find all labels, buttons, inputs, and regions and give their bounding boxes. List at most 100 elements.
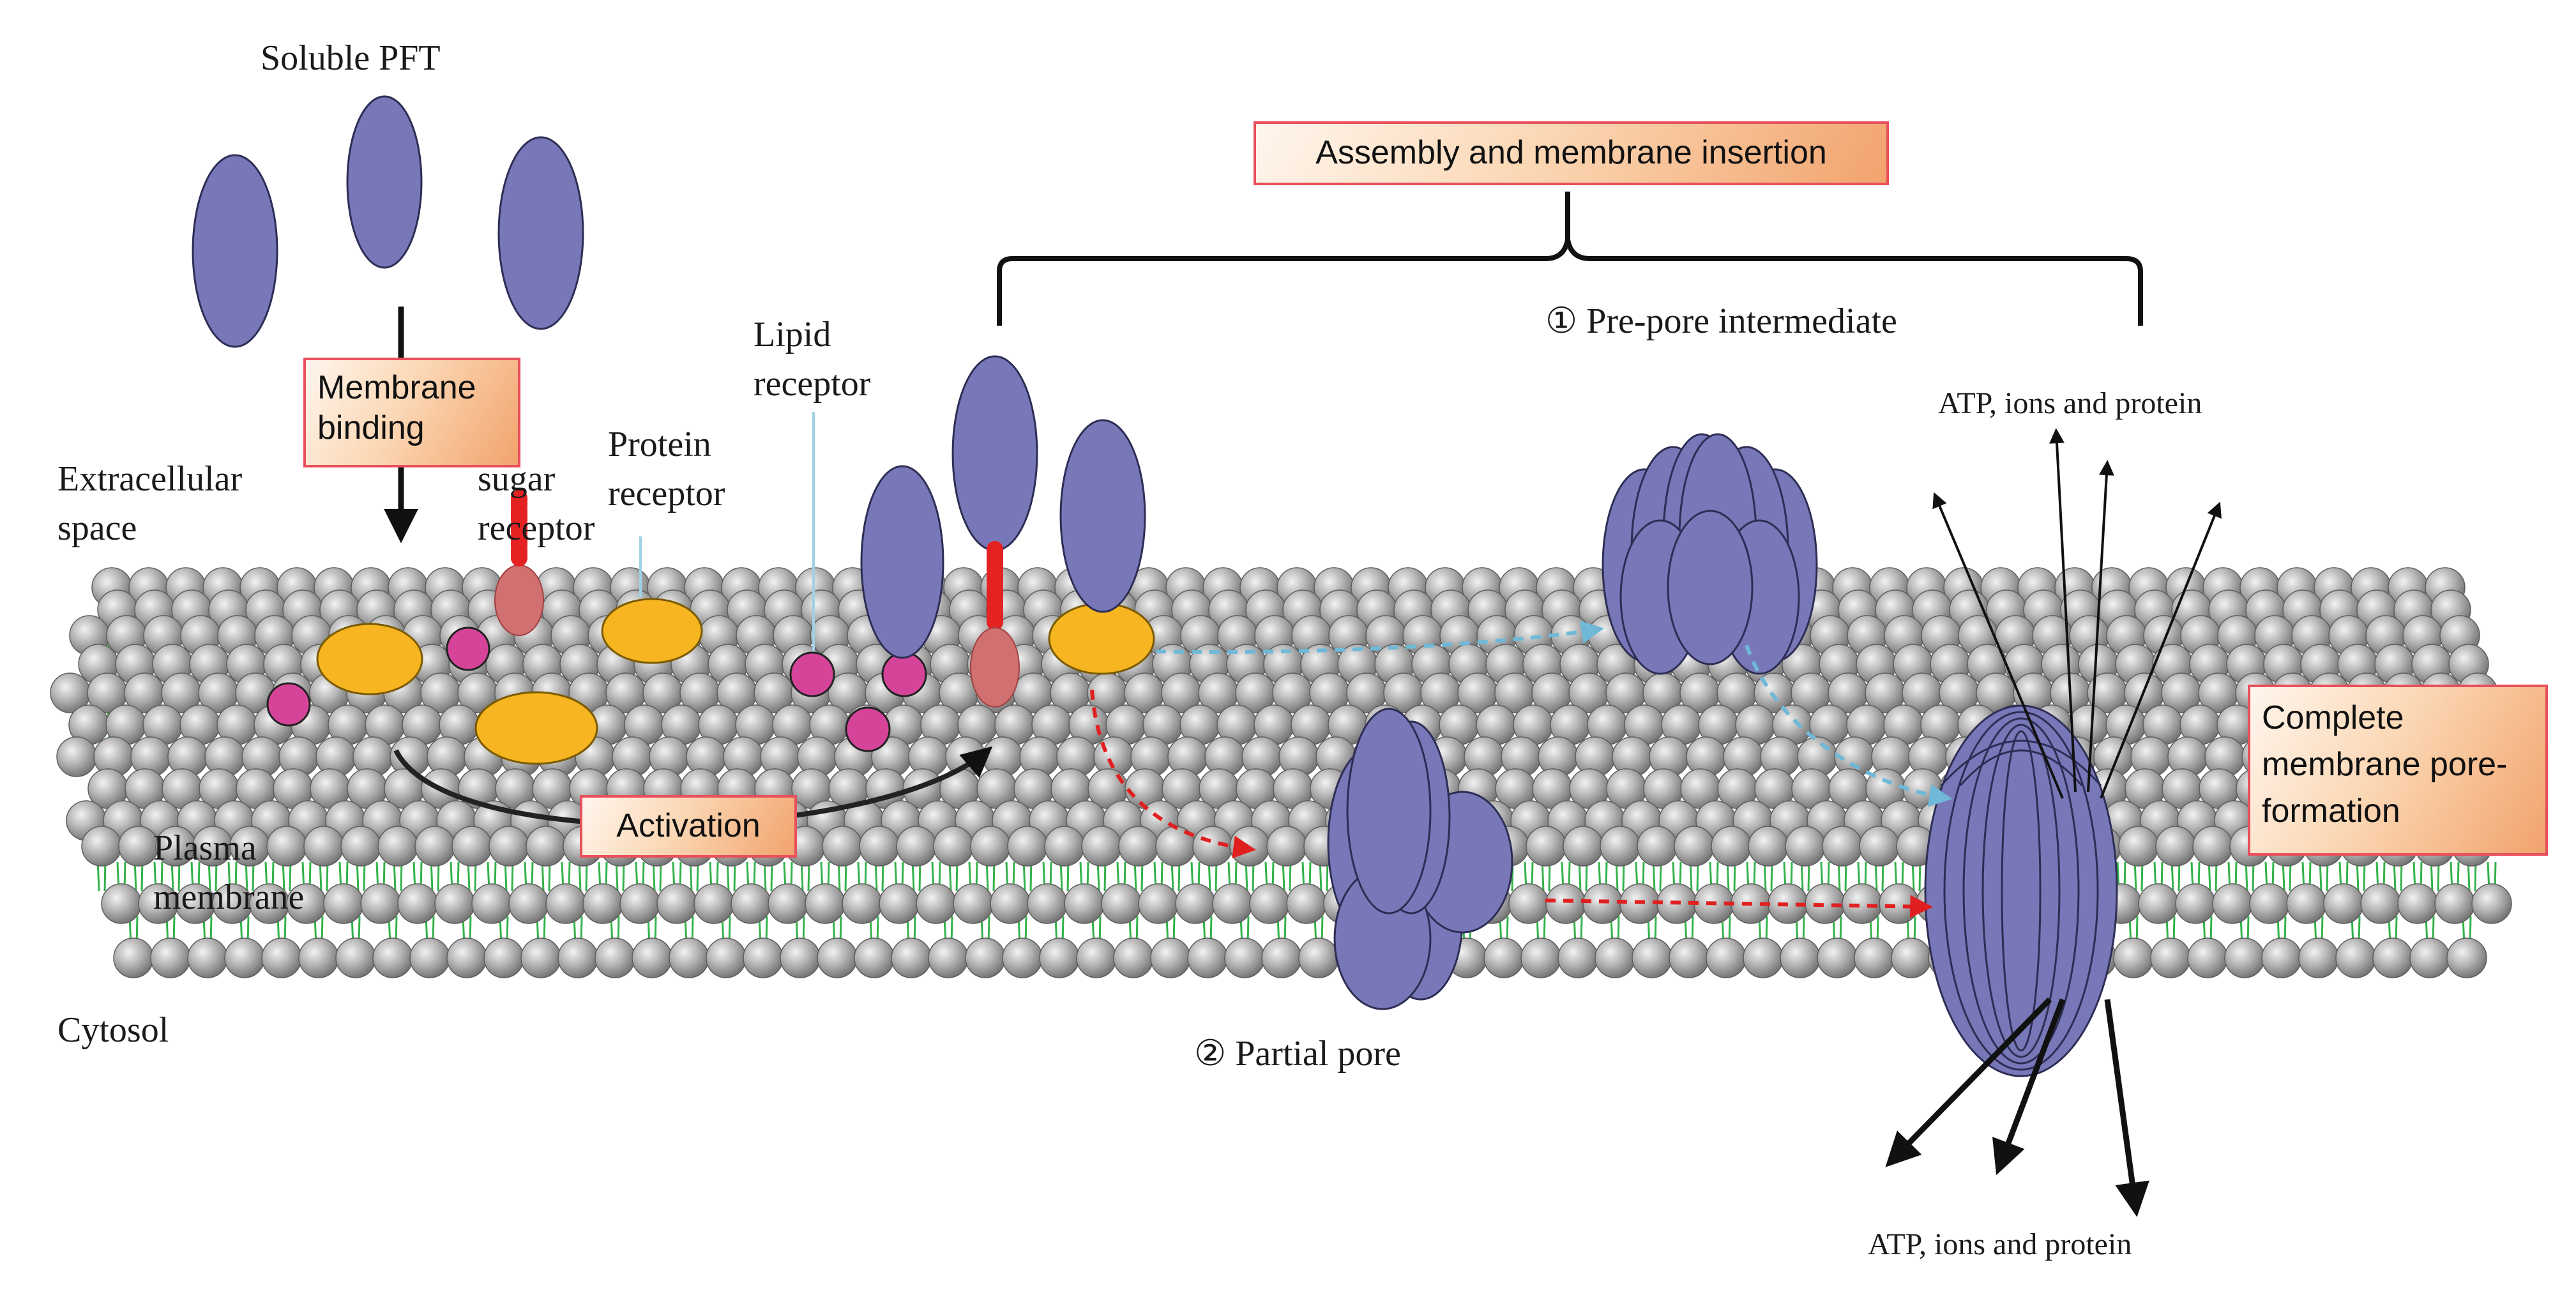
lipid-head bbox=[1261, 937, 1302, 978]
lipid-head bbox=[520, 937, 561, 978]
lipid-head bbox=[933, 826, 974, 867]
lipid-head bbox=[2434, 883, 2475, 924]
lipid-head bbox=[545, 883, 586, 924]
label-plasma-membrane: Plasma membrane bbox=[153, 828, 305, 918]
label-atp-top: ATP, ions and protein bbox=[1938, 386, 2202, 420]
lipid-head bbox=[780, 937, 821, 978]
lipid-head bbox=[1854, 937, 1895, 978]
lipid-head bbox=[1064, 883, 1105, 924]
lipid-head bbox=[1879, 883, 1920, 924]
lipid-head bbox=[1520, 937, 1561, 978]
lipid-head bbox=[1175, 883, 1216, 924]
label-extracellular-space: Extracellular space bbox=[57, 459, 243, 549]
lipid-head bbox=[1044, 826, 1085, 867]
lipid-head bbox=[2261, 937, 2302, 978]
lipid-head bbox=[1113, 937, 1154, 978]
lipid-head bbox=[1508, 883, 1549, 924]
lipid-head bbox=[557, 937, 598, 978]
lipid-head bbox=[1081, 826, 1122, 867]
lipid-head bbox=[1859, 826, 1900, 867]
lipid-head bbox=[2372, 937, 2413, 978]
lipid-head bbox=[953, 883, 994, 924]
lipid-head bbox=[2187, 937, 2228, 978]
lipid-head bbox=[1298, 937, 1339, 978]
pre-pore-oligomer bbox=[1602, 433, 1818, 675]
lipid-head bbox=[446, 937, 487, 978]
protein-receptors bbox=[316, 598, 1155, 765]
sugar-receptor bbox=[494, 490, 544, 636]
lipid-head bbox=[2409, 937, 2450, 978]
lipid-head bbox=[817, 937, 858, 978]
lipid-head bbox=[805, 883, 845, 924]
lipid-head bbox=[113, 937, 154, 978]
toxin-monomer bbox=[497, 136, 584, 330]
lipid-head bbox=[187, 937, 228, 978]
lipid-head bbox=[451, 826, 492, 867]
lipid-head bbox=[2138, 883, 2179, 924]
lipid-head bbox=[1743, 937, 1784, 978]
lipid-head bbox=[335, 937, 376, 978]
lipid-head bbox=[1118, 826, 1159, 867]
lipid-head bbox=[434, 883, 475, 924]
lipid-head bbox=[706, 937, 746, 978]
lipid-head bbox=[1891, 937, 1932, 978]
lipid-head bbox=[1224, 937, 1265, 978]
lipid-head bbox=[1007, 826, 1048, 867]
lipid-head bbox=[1076, 937, 1117, 978]
lipid-head bbox=[1748, 826, 1789, 867]
lipid-head bbox=[483, 937, 524, 978]
protein-receptor bbox=[1048, 602, 1155, 675]
toxin-monomer bbox=[192, 154, 278, 348]
lipid-head bbox=[1545, 883, 1586, 924]
lipid-head bbox=[1563, 826, 1603, 867]
lipid-head bbox=[409, 937, 450, 978]
label-soluble-pft: Soluble PFT bbox=[261, 38, 441, 78]
lipid-receptor bbox=[845, 706, 891, 752]
lipid-head bbox=[2286, 883, 2327, 924]
label-partial-pore: ② Partial pore bbox=[1194, 1034, 1401, 1074]
lipid-head bbox=[377, 826, 418, 867]
label-cytosol: Cytosol bbox=[57, 1010, 169, 1050]
lipid-head bbox=[1212, 883, 1253, 924]
lipid-head bbox=[859, 826, 900, 867]
lipid-head bbox=[1187, 937, 1228, 978]
lipid-head bbox=[2150, 937, 2191, 978]
efflux-arrows-top bbox=[1932, 428, 2222, 799]
label-pre-pore: ① Pre-pore intermediate bbox=[1545, 301, 1897, 341]
lipid-receptor bbox=[266, 682, 311, 727]
lipid-head bbox=[619, 883, 660, 924]
lipid-head bbox=[1138, 883, 1179, 924]
label-atp-bottom: ATP, ions and protein bbox=[1868, 1227, 2132, 1261]
label-lipid-receptor: Lipid receptor bbox=[754, 315, 871, 404]
lipid-head bbox=[1595, 937, 1635, 978]
lipid-head bbox=[298, 937, 339, 978]
lipid-head bbox=[1780, 937, 1821, 978]
lipid-head bbox=[1526, 826, 1566, 867]
complete-pore bbox=[1924, 704, 2118, 1077]
lipid-head bbox=[1101, 883, 1142, 924]
lipid-head bbox=[656, 883, 697, 924]
lipid-head bbox=[1600, 826, 1640, 867]
lipid-head bbox=[1632, 937, 1672, 978]
box-activation: Activation bbox=[580, 795, 797, 858]
lipid-head bbox=[1785, 826, 1826, 867]
lipid-head bbox=[2298, 937, 2339, 978]
lipid-head bbox=[360, 883, 401, 924]
lipid-head bbox=[879, 883, 920, 924]
lipid-head bbox=[1039, 937, 1080, 978]
lipid-head bbox=[582, 883, 623, 924]
lipid-head bbox=[2360, 883, 2401, 924]
toxin-bound-protein bbox=[1059, 419, 1146, 613]
lipid-head bbox=[261, 937, 302, 978]
lipid-head bbox=[1706, 937, 1746, 978]
lipid-head bbox=[2224, 937, 2265, 978]
lipid-head bbox=[2249, 883, 2290, 924]
lipid-head bbox=[101, 883, 142, 924]
lipid-head bbox=[118, 826, 159, 867]
lipid-head bbox=[303, 826, 344, 867]
path-to-prepore bbox=[1155, 620, 1605, 654]
lipid-receptor bbox=[446, 626, 490, 671]
bound-toxins bbox=[860, 355, 1146, 708]
lipid-head bbox=[340, 826, 381, 867]
